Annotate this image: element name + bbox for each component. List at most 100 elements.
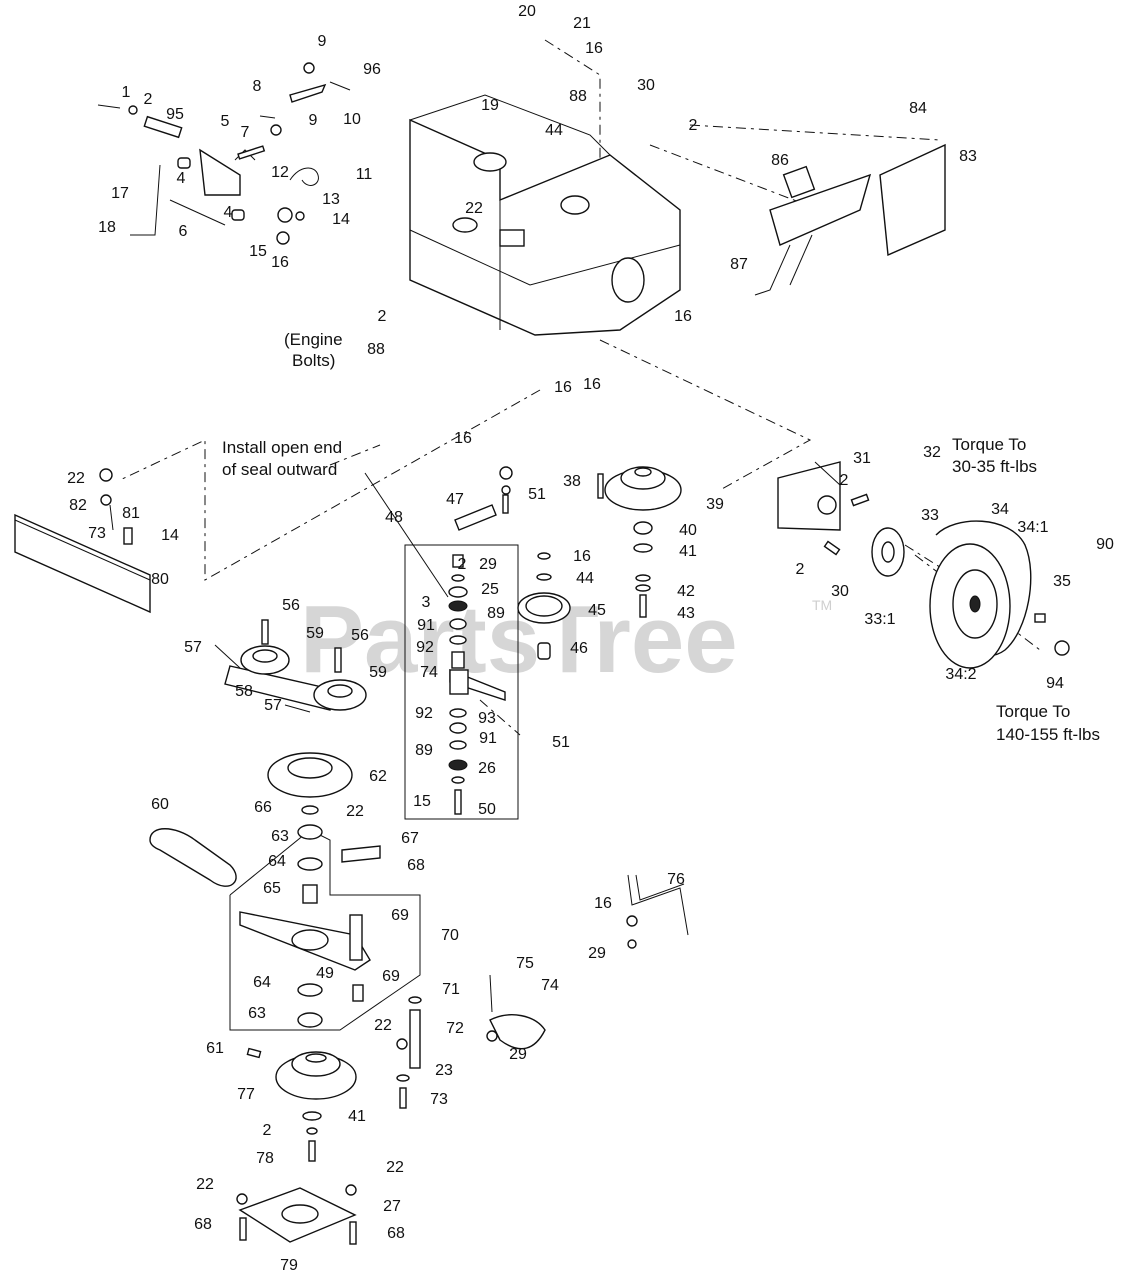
part-callout-43: 43 <box>677 605 695 622</box>
part-callout-1: 1 <box>122 84 131 101</box>
part-callout-61: 61 <box>206 1040 224 1057</box>
part-callout-30: 30 <box>831 583 849 600</box>
part-callout-16: 16 <box>585 40 603 57</box>
part-callout-14: 14 <box>161 527 179 544</box>
watermark-trademark: TM <box>812 597 832 613</box>
part-callout-64: 64 <box>268 853 286 870</box>
part-callout-88: 88 <box>569 88 587 105</box>
part-callout-7: 7 <box>241 124 250 141</box>
spindle-assembly-48 <box>404 544 519 820</box>
seal-note-leader <box>364 472 449 598</box>
part-callout-27: 27 <box>383 1198 401 1215</box>
part-callout-30: 30 <box>637 77 655 94</box>
part-callout-63: 63 <box>248 1005 266 1022</box>
part-callout-70: 70 <box>441 927 459 944</box>
part-callout-84: 84 <box>909 100 927 117</box>
part-callout-33: 33 <box>921 507 939 524</box>
part-callout-34-2: 34:2 <box>945 666 976 683</box>
part-callout-75: 75 <box>516 955 534 972</box>
part-callout-96: 96 <box>363 61 381 78</box>
part-callout-16: 16 <box>271 254 289 271</box>
part-callout-44: 44 <box>576 570 594 587</box>
control-linkage-parts <box>97 62 351 245</box>
part-callout-92: 92 <box>415 705 433 722</box>
note-torque-lower-line2: 140-155 ft-lbs <box>996 725 1100 744</box>
part-callout-68: 68 <box>387 1225 405 1242</box>
part-callout-9: 9 <box>318 33 327 50</box>
part-callout-16: 16 <box>573 548 591 565</box>
part-callout-4: 4 <box>224 204 233 221</box>
part-callout-2: 2 <box>840 472 849 489</box>
part-callout-2: 2 <box>796 561 805 578</box>
part-callout-4: 4 <box>177 170 186 187</box>
part-callout-14: 14 <box>332 211 350 228</box>
part-callout-19: 19 <box>481 97 499 114</box>
note-engine-bolts-line1: (Engine <box>284 330 343 349</box>
part-callout-59: 59 <box>369 664 387 681</box>
part-callout-78: 78 <box>256 1150 274 1167</box>
part-callout-5: 5 <box>221 113 230 130</box>
footrest-assembly <box>754 143 946 296</box>
part-callout-20: 20 <box>518 3 536 20</box>
spring-47 <box>454 466 513 531</box>
brake-parts <box>486 874 689 1050</box>
part-callout-49: 49 <box>316 965 334 982</box>
part-callout-26: 26 <box>478 760 496 777</box>
rear-panel <box>14 468 151 614</box>
part-callout-60: 60 <box>151 796 169 813</box>
part-callout-29: 29 <box>479 556 497 573</box>
part-callout-32: 32 <box>923 444 941 461</box>
part-callout-93: 93 <box>478 710 496 727</box>
part-callout-95: 95 <box>166 106 184 123</box>
drive-pulley-39 <box>597 466 682 618</box>
part-callout-82: 82 <box>69 497 87 514</box>
part-callout-45: 45 <box>588 602 606 619</box>
part-callout-22: 22 <box>386 1159 404 1176</box>
part-callout-15: 15 <box>249 243 267 260</box>
wheel-assembly <box>777 461 1070 669</box>
main-frame-assembly <box>409 94 681 336</box>
part-callout-16: 16 <box>674 308 692 325</box>
part-callout-22: 22 <box>67 470 85 487</box>
part-callout-25: 25 <box>481 581 499 598</box>
part-callout-50: 50 <box>478 801 496 818</box>
part-callout-34: 34 <box>991 501 1009 518</box>
part-callout-22: 22 <box>465 200 483 217</box>
idler-pulley-assemblies <box>214 619 367 713</box>
part-callout-23: 23 <box>435 1062 453 1079</box>
part-callout-63: 63 <box>271 828 289 845</box>
part-callout-16: 16 <box>594 895 612 912</box>
part-callout-48: 48 <box>385 509 403 526</box>
part-callout-39: 39 <box>706 496 724 513</box>
part-callout-66: 66 <box>254 799 272 816</box>
part-callout-9: 9 <box>309 112 318 129</box>
part-callout-2: 2 <box>263 1122 272 1139</box>
part-callout-68: 68 <box>407 857 425 874</box>
part-callout-73: 73 <box>88 525 106 542</box>
part-callout-77: 77 <box>237 1086 255 1103</box>
part-callout-89: 89 <box>487 605 505 622</box>
idler-arm-assembly-70 <box>149 752 421 1031</box>
part-callout-81: 81 <box>122 505 140 522</box>
note-torque-lower-line1: Torque To <box>996 702 1070 721</box>
part-callout-46: 46 <box>570 640 588 657</box>
part-callout-64: 64 <box>253 974 271 991</box>
part-callout-15: 15 <box>413 793 431 810</box>
part-callout-22: 22 <box>374 1017 392 1034</box>
shaft-72 <box>396 996 422 1109</box>
part-callout-62: 62 <box>369 768 387 785</box>
part-callout-73: 73 <box>430 1091 448 1108</box>
note-install-seal-line2: of seal outward <box>222 460 337 479</box>
part-callout-57: 57 <box>184 639 202 656</box>
part-callout-51: 51 <box>552 734 570 751</box>
part-callout-8: 8 <box>253 78 262 95</box>
part-callout-56: 56 <box>351 627 369 644</box>
part-callout-16: 16 <box>454 430 472 447</box>
part-callout-22: 22 <box>196 1176 214 1193</box>
part-callout-2: 2 <box>458 556 467 573</box>
part-callout-38: 38 <box>563 473 581 490</box>
part-callout-18: 18 <box>98 219 116 236</box>
part-callout-17: 17 <box>111 185 129 202</box>
